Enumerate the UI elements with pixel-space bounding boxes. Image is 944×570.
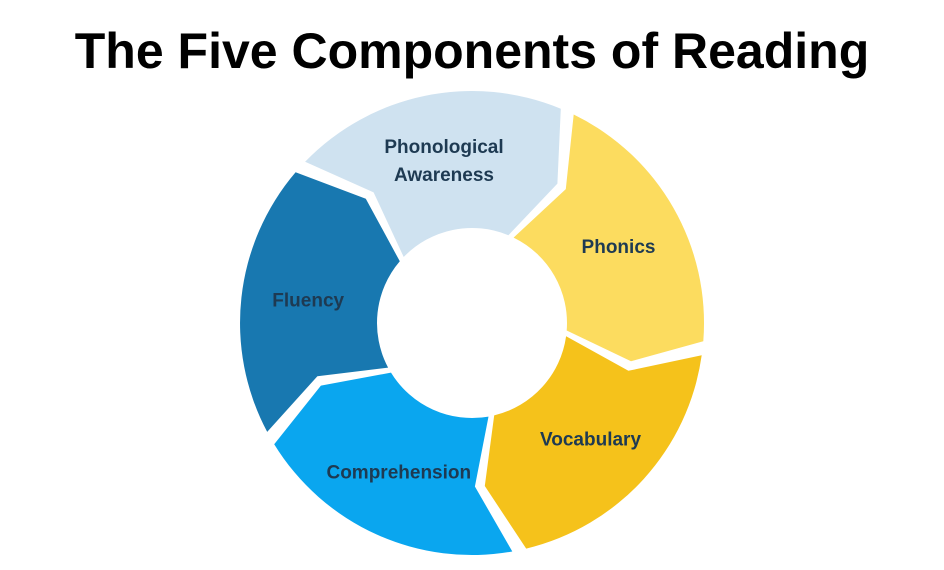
segment-label-line: Awareness [394,165,494,186]
segment-label-comprehension: Comprehension [326,462,471,483]
segment-phonological-awareness [305,91,561,257]
segment-vocabulary [484,336,702,549]
segment-label-line: Vocabulary [540,430,641,451]
segment-comprehension [274,372,513,556]
segment-label-phonics: Phonics [582,237,656,258]
segment-fluency [240,172,400,432]
segments-layer [240,91,705,556]
segment-label-line: Phonological [384,137,503,158]
segment-label-line: Comprehension [326,462,471,483]
page-title: The Five Components of Reading [74,23,870,79]
segment-label-line: Fluency [272,290,344,311]
segment-phonics [513,114,705,362]
segment-label-line: Phonics [582,237,656,258]
segment-label-vocabulary: Vocabulary [540,430,641,451]
segment-label-fluency: Fluency [272,290,344,311]
